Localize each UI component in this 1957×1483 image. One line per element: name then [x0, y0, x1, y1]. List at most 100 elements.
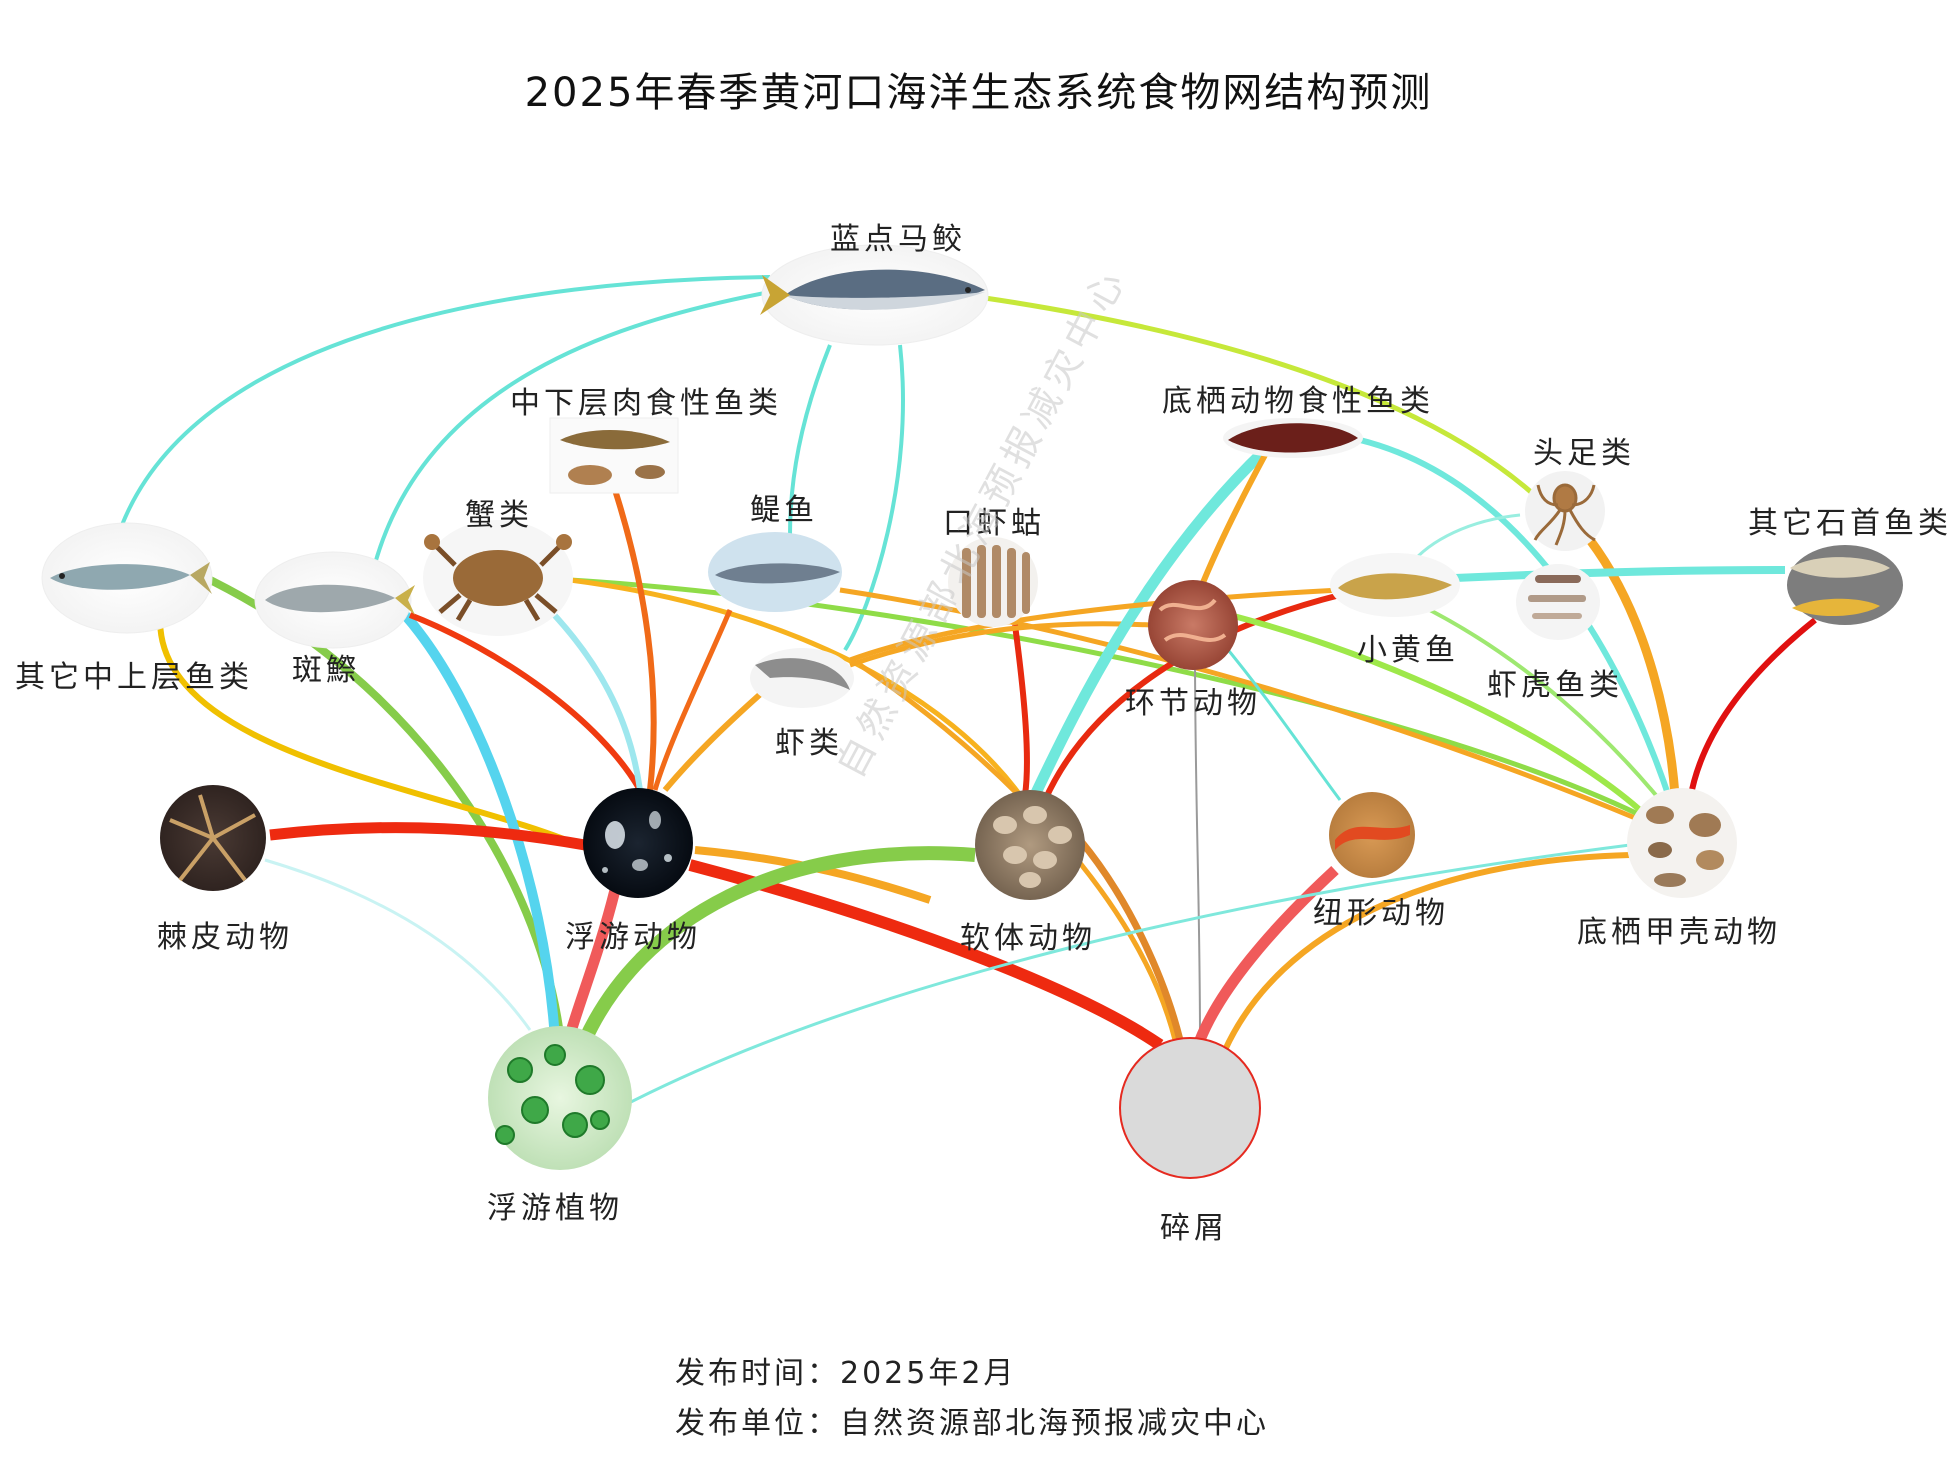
gizzard-shad-icon	[265, 584, 415, 615]
worm-icon	[1158, 598, 1227, 642]
node-cephalopod[interactable]	[1525, 471, 1605, 551]
link-mackerel-anchovy	[788, 344, 832, 536]
label-mackerel: 蓝点马鲛	[830, 222, 966, 257]
phytoplankton-icon	[495, 1044, 610, 1145]
croaker-fish-icon	[1790, 557, 1890, 617]
link-nemertean-detritus	[1194, 865, 1339, 1043]
link-mackerel-pelagic-fish	[120, 275, 771, 526]
label-benthic-crust: 底栖甲壳动物	[1577, 915, 1781, 950]
label-sciaenid: 其它石首鱼类	[1748, 506, 1952, 541]
link-pelagic-fish-zooplankton	[157, 619, 592, 853]
publish-time-value: 2025年2月	[840, 1356, 1017, 1391]
label-cephalopod: 头足类	[1533, 436, 1635, 471]
demersal-fish-icon	[560, 430, 670, 485]
node-goby[interactable]	[1516, 564, 1600, 640]
link-mollusc-detritus	[1077, 837, 1184, 1041]
node-carnivore-fish[interactable]	[549, 417, 679, 494]
node-nemertean[interactable]	[1329, 792, 1415, 878]
label-benthivore-fish: 底栖动物食性鱼类	[1162, 384, 1434, 419]
label-pelagic-fish: 其它中上层鱼类	[15, 660, 253, 695]
label-annelid: 环节动物	[1125, 686, 1261, 721]
link-benthivore-fish-benthic-crust	[1359, 437, 1673, 801]
publish-time-label: 发布时间：	[675, 1356, 840, 1391]
zooplankton-icon	[602, 811, 672, 873]
label-konosirus: 斑鰶	[292, 653, 360, 688]
goby-icon	[1528, 575, 1586, 619]
label-anchovy: 鳀鱼	[750, 493, 818, 528]
link-shrimp-zooplankton	[662, 687, 767, 792]
link-mollusc-phytoplankton	[578, 846, 976, 1043]
link-shrimp-annelid	[849, 621, 1151, 668]
label-zooplankton: 浮游动物	[565, 920, 701, 955]
publish-org-label: 发布单位：	[675, 1406, 840, 1441]
link-benthivore-fish-mollusc	[1030, 446, 1269, 798]
link-benthivore-fish-annelid	[1197, 453, 1268, 592]
node-mackerel[interactable]	[760, 244, 989, 346]
ribbon-worm-icon	[1335, 825, 1410, 850]
node-shrimp[interactable]	[750, 648, 854, 708]
label-shrimp: 虾类	[775, 726, 843, 761]
label-carnivore-fish: 中下层肉食性鱼类	[510, 386, 782, 421]
node-pelagic-fish[interactable]	[41, 522, 213, 634]
link-mackerel-cephalopod	[984, 295, 1542, 502]
link-konosirus-zooplankton	[408, 612, 643, 792]
link-annelid-detritus	[1194, 649, 1201, 1041]
node-mantis[interactable]	[948, 537, 1038, 627]
node-crab[interactable]	[423, 520, 573, 636]
mantis-shrimp-icon	[962, 545, 1030, 618]
pelagic-fish-icon	[50, 562, 212, 594]
node-konosirus[interactable]	[254, 551, 415, 649]
yellow-croaker-icon	[1338, 573, 1452, 600]
node-detritus[interactable]	[1119, 1037, 1261, 1179]
node-benthic-crust[interactable]	[1627, 788, 1737, 898]
publish-org: 发布单位：自然资源部北海预报减灾中心	[675, 1398, 1269, 1442]
brittle-star-icon	[169, 794, 256, 882]
link-annelid-nemertean	[1218, 639, 1342, 801]
clam-icon	[993, 806, 1072, 888]
link-mackerel-konosirus	[370, 288, 781, 576]
label-detritus: 碎屑	[1160, 1211, 1228, 1246]
node-zooplankton[interactable]	[583, 788, 693, 898]
label-nemertean: 纽形动物	[1313, 896, 1449, 931]
mackerel-fish-icon	[760, 269, 985, 315]
sole-fish-icon	[1228, 423, 1358, 453]
link-annelid-benthic-crust	[1229, 612, 1642, 813]
anchovy-icon	[715, 563, 840, 584]
link-mackerel-shrimp	[843, 344, 905, 652]
node-benthivore-fish[interactable]	[1223, 418, 1363, 458]
label-phytoplankton: 浮游植物	[487, 1191, 623, 1226]
link-yellow-croaker-benthic-crust	[1419, 603, 1662, 802]
link-mantis-mollusc	[1012, 624, 1030, 796]
node-annelid[interactable]	[1148, 580, 1238, 670]
link-zooplankton-detritus	[688, 859, 1164, 1050]
node-echinoderm[interactable]	[160, 785, 266, 891]
node-yellow-croaker[interactable]	[1330, 553, 1460, 617]
page-title: 2025年春季黄河口海洋生态系统食物网结构预测	[524, 70, 1433, 116]
link-carnivore-fish-zooplankton	[612, 489, 657, 791]
node-phytoplankton[interactable]	[488, 1026, 632, 1170]
label-mantis: 口虾蛄	[943, 506, 1045, 541]
crab-icon	[424, 534, 572, 622]
link-anchovy-zooplankton	[652, 609, 733, 791]
publish-org-value: 自然资源部北海预报减灾中心	[840, 1406, 1269, 1441]
label-goby: 虾虎鱼类	[1487, 668, 1623, 703]
link-yellow-croaker-mollusc	[1042, 592, 1341, 802]
node-anchovy[interactable]	[708, 532, 842, 612]
link-konosirus-phytoplankton	[401, 611, 560, 1041]
label-echinoderm: 棘皮动物	[157, 920, 293, 955]
node-sciaenid[interactable]	[1787, 545, 1903, 625]
octopus-icon	[1533, 483, 1596, 546]
link-sciaenid-benthic-crust	[1687, 617, 1817, 801]
link-yellow-croaker-shrimp	[849, 587, 1341, 663]
link-sciaenid-yellow-croaker	[1454, 566, 1786, 582]
label-yellow-croaker: 小黄鱼	[1357, 633, 1459, 668]
link-benthic-crust-phytoplankton	[624, 843, 1631, 1107]
label-crab: 蟹类	[465, 498, 533, 533]
link-benthic-crust-detritus	[1222, 852, 1631, 1052]
benthic-crustacean-icon	[1646, 806, 1724, 887]
link-echinoderm-zooplankton	[269, 822, 586, 851]
label-mollusc: 软体动物	[960, 921, 1096, 956]
publish-time: 发布时间：2025年2月	[675, 1348, 1016, 1392]
node-mollusc[interactable]	[975, 790, 1085, 900]
